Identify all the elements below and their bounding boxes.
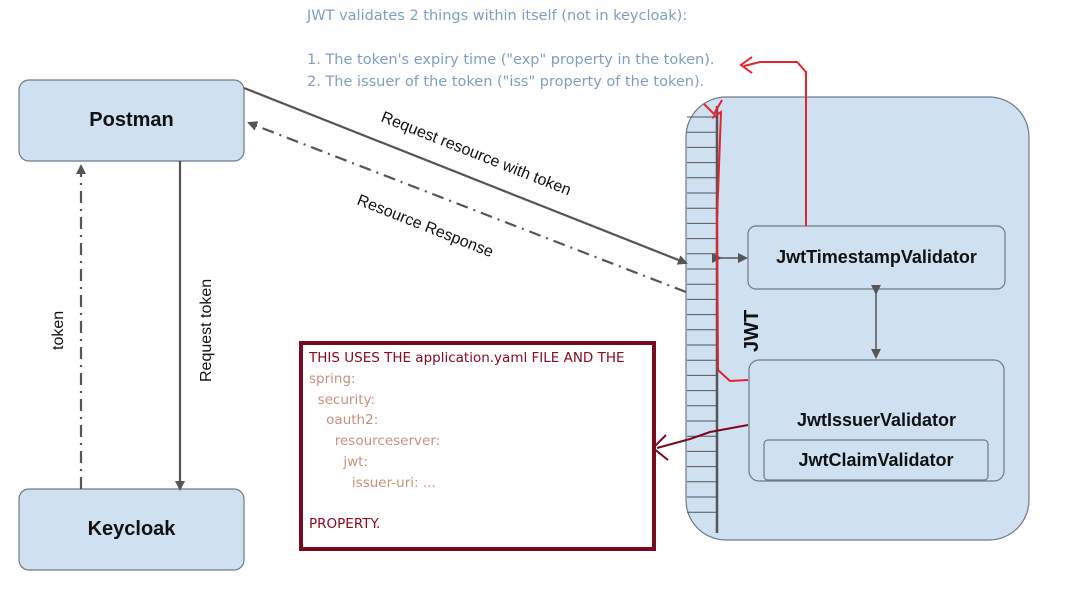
red-annotation-exp — [743, 61, 807, 226]
issuer-to-yaml-arrow — [656, 424, 749, 449]
request-resource-label: Request resource with token — [379, 109, 574, 199]
keycloak-label: Keycloak — [87, 518, 176, 540]
note-title: JWT validates 2 things within itself (no… — [307, 8, 688, 24]
claim-validator-node — [763, 439, 989, 481]
issuer-validator-label: JwtIssuerValidator — [796, 409, 957, 430]
jwt-filter-ladder — [687, 116, 716, 513]
resource-response-label: Resource Response — [355, 192, 496, 261]
jwt-label: JWT — [741, 310, 763, 352]
red-annotation-iss-head — [703, 99, 723, 116]
postman-label: Postman — [89, 109, 174, 131]
postman-node — [18, 79, 245, 162]
token-label: token — [50, 311, 67, 350]
note-item-iss: 2. The issuer of the token ("iss" proper… — [307, 74, 705, 90]
resource-response-arrow — [247, 121, 687, 294]
jwt-validation-note: JWT validates 2 things within itself (no… — [307, 5, 767, 93]
yaml-line: issuer-uri: ... — [309, 474, 436, 491]
timestamp-validator-label: JwtTimestampValidator — [776, 247, 977, 267]
yaml-line: oauth2: — [309, 412, 379, 429]
yaml-header: THIS USES THE application.yaml FILE AND … — [309, 350, 625, 366]
yaml-config-box: THIS USES THE application.yaml FILE AND … — [299, 341, 656, 551]
request-token-label: Request token — [198, 279, 215, 382]
note-item-exp: 1. The token's expiry time ("exp" proper… — [307, 52, 715, 68]
yaml-line: jwt: — [309, 453, 368, 470]
yaml-line: security: — [309, 391, 376, 408]
yaml-line: spring: — [309, 370, 356, 387]
red-annotation-exp-head — [739, 56, 753, 74]
keycloak-node — [18, 488, 245, 571]
claim-validator-label: JwtClaimValidator — [798, 449, 954, 470]
yaml-footer: PROPERTY. — [309, 516, 381, 533]
request-resource-arrow — [243, 86, 688, 265]
red-annotation-iss — [711, 110, 749, 383]
yaml-line: resourceserver: — [309, 433, 441, 450]
yaml-blank-line — [309, 494, 652, 515]
